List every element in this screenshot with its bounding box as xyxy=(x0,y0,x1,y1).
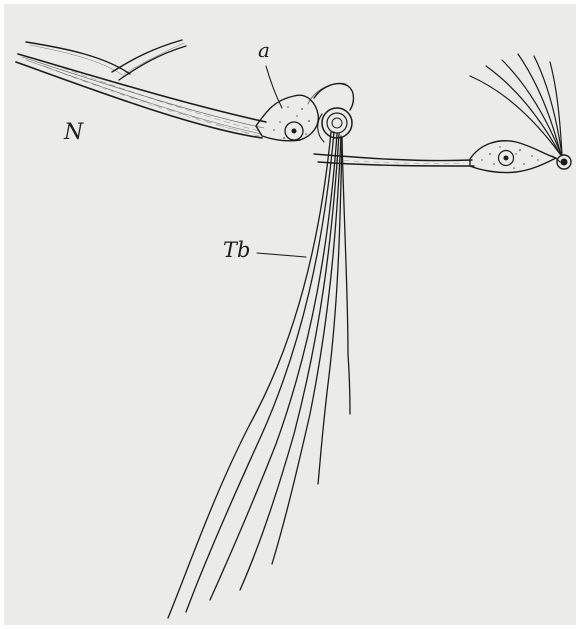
sensory-hairs xyxy=(470,54,562,155)
ganglion-cell-a xyxy=(256,66,318,141)
cell-label: a xyxy=(258,40,270,60)
bundle-label: Tb xyxy=(223,240,250,261)
fibre-bundle-tb xyxy=(168,132,350,618)
tb-leader-line xyxy=(257,253,306,257)
nerve-trunk xyxy=(16,54,266,138)
figure-plate: N a Tb xyxy=(4,4,576,625)
nerve-illustration xyxy=(4,4,576,625)
nerve-label: N xyxy=(64,122,83,144)
